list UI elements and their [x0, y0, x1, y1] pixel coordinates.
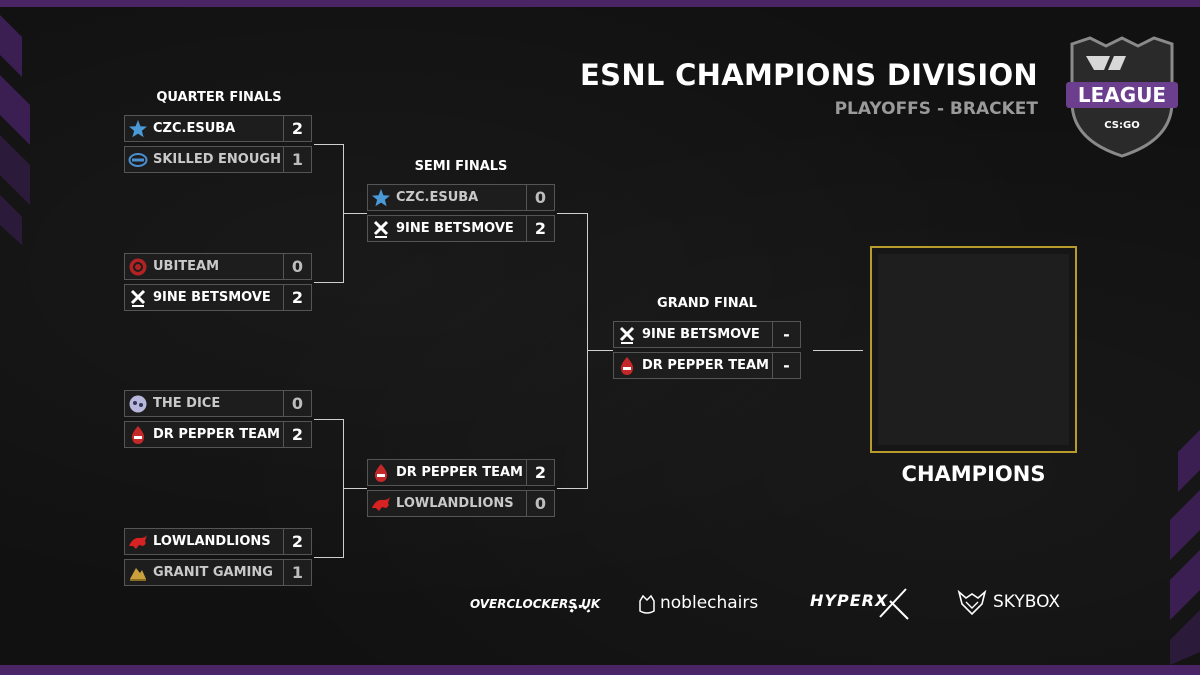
top-frame-bar [0, 0, 1200, 7]
league-logo-game: CS:GO [1104, 120, 1139, 131]
team-score: 1 [283, 147, 311, 172]
czc-esuba-star-icon [372, 189, 390, 207]
9ine-x-icon [130, 289, 146, 307]
bracket-connector [314, 282, 344, 283]
wolf-head-icon [957, 590, 987, 616]
round-label-grand: GRAND FINAL [657, 296, 757, 311]
page-title: ESNL CHAMPIONS DIVISION [580, 58, 1038, 92]
match-team-box[interactable]: UBITEAM 0 [124, 253, 312, 280]
match-team-box[interactable]: 9INE BETSMOVE 2 [367, 215, 555, 242]
match-team-box[interactable]: DR PEPPER TEAM 2 [367, 459, 555, 486]
team-score: 0 [283, 391, 311, 416]
team-name: 9INE BETSMOVE [153, 290, 271, 305]
team-name: UBITEAM [153, 259, 220, 274]
champion-slot [870, 246, 1077, 453]
bracket-connector [314, 419, 344, 420]
team-name: DR PEPPER TEAM [642, 358, 769, 373]
team-score: - [772, 353, 800, 378]
team-name: 9INE BETSMOVE [396, 221, 514, 236]
team-score: 2 [283, 529, 311, 554]
dr-pepper-drop-icon [131, 426, 145, 444]
skilled-enough-icon [128, 153, 148, 167]
match-team-box[interactable]: DR PEPPER TEAM 2 [124, 421, 312, 448]
team-name: GRANIT GAMING [153, 565, 273, 580]
match-team-box[interactable]: DR PEPPER TEAM - [613, 352, 801, 379]
page-subtitle: PLAYOFFS - BRACKET [834, 99, 1038, 119]
dr-pepper-drop-icon [620, 357, 634, 375]
team-name: LOWLANDLIONS [153, 534, 271, 549]
hyperx-swoosh-icon [879, 588, 909, 620]
match-team-box[interactable]: THE DICE 0 [124, 390, 312, 417]
bracket-connector [587, 213, 588, 489]
league-logo-word: LEAGUE [1078, 83, 1166, 107]
team-score: 0 [526, 185, 554, 210]
team-name: DR PEPPER TEAM [153, 427, 280, 442]
match-team-box[interactable]: 9INE BETSMOVE 2 [124, 284, 312, 311]
team-score: 2 [283, 116, 311, 141]
bracket-connector [314, 144, 344, 145]
lowlandlions-lion-icon [129, 535, 147, 549]
bracket-connector [557, 213, 588, 214]
team-score: 0 [283, 254, 311, 279]
team-name: CZC.ESUBA [396, 190, 479, 205]
match-team-box[interactable]: LOWLANDLIONS 2 [124, 528, 312, 555]
match-team-box[interactable]: LOWLANDLIONS 0 [367, 490, 555, 517]
czc-esuba-star-icon [129, 120, 147, 138]
match-team-box[interactable]: SKILLED ENOUGH 1 [124, 146, 312, 173]
sponsor-hyperx-text: HYPERX [810, 591, 889, 610]
9ine-x-icon [373, 220, 389, 238]
bracket-connector [557, 488, 588, 489]
league-csgo-logo: LEAGUE CS:GO [1066, 36, 1178, 158]
team-name: 9INE BETSMOVE [642, 327, 760, 342]
crown-icon [639, 594, 655, 614]
team-score: 0 [526, 491, 554, 516]
bracket-connector [343, 488, 367, 489]
team-name: LOWLANDLIONS [396, 496, 514, 511]
sponsor-skybox-text: SKYBOX [993, 592, 1061, 612]
team-name: SKILLED ENOUGH [153, 152, 281, 167]
team-name: THE DICE [153, 396, 221, 411]
bracket-connector [343, 213, 367, 214]
bottom-frame-bar [0, 665, 1200, 675]
match-team-box[interactable]: GRANIT GAMING 1 [124, 559, 312, 586]
sponsor-ocuk-text: OVERCLOCKERS UK [470, 597, 601, 611]
ubiteam-icon [129, 258, 147, 276]
ocuk-dial-icon [569, 604, 591, 613]
left-stripes-decoration [0, 15, 30, 245]
the-dice-icon [129, 395, 147, 413]
team-score: 2 [526, 216, 554, 241]
champions-label: CHAMPIONS [901, 462, 1046, 486]
round-label-quarter: QUARTER FINALS [156, 90, 282, 105]
bracket-connector [587, 350, 613, 351]
match-team-box[interactable]: CZC.ESUBA 0 [367, 184, 555, 211]
team-name: DR PEPPER TEAM [396, 465, 523, 480]
bracket-connector [813, 350, 863, 351]
lowlandlions-lion-icon [372, 497, 390, 511]
sponsor-noblechairs-text: noblechairs [660, 593, 759, 613]
granit-gaming-icon [130, 568, 146, 581]
team-score: 2 [283, 422, 311, 447]
bracket-connector [314, 557, 344, 558]
round-label-semi: SEMI FINALS [414, 159, 508, 174]
champion-slot-inner [878, 254, 1069, 445]
team-score: 2 [526, 460, 554, 485]
right-stripes-decoration [1170, 430, 1200, 665]
match-team-box[interactable]: CZC.ESUBA 2 [124, 115, 312, 142]
team-score: 2 [283, 285, 311, 310]
team-score: - [772, 322, 800, 347]
9ine-x-icon [619, 326, 635, 344]
team-score: 1 [283, 560, 311, 585]
team-name: CZC.ESUBA [153, 121, 236, 136]
match-team-box[interactable]: 9INE BETSMOVE - [613, 321, 801, 348]
dr-pepper-drop-icon [374, 464, 388, 482]
